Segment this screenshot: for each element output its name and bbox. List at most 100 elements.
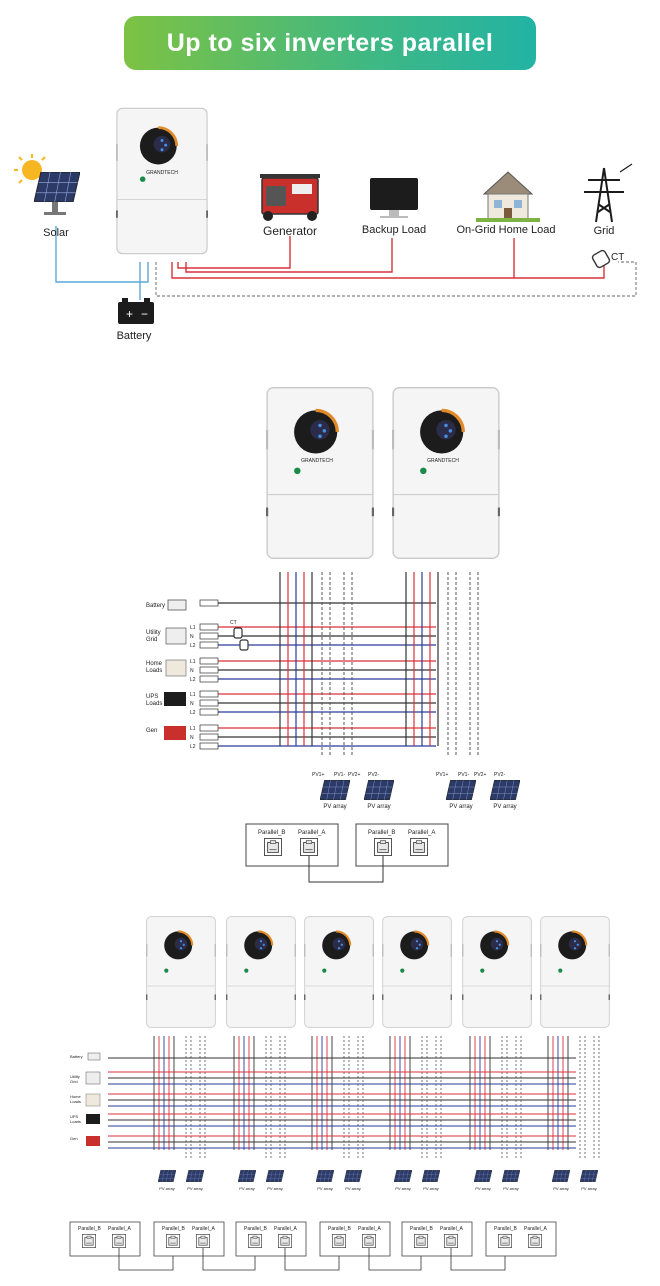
system3-inverters	[146, 915, 610, 1029]
inverter-6-1	[146, 915, 216, 1029]
ct-clamp-icon	[591, 249, 611, 269]
solar-panel-icon	[364, 780, 394, 800]
rj45-port-icon	[528, 1234, 542, 1248]
svg-text:N: N	[190, 668, 194, 674]
brand-label-2a: GRANDTECH	[301, 458, 333, 464]
solar-panel-icon	[238, 1170, 256, 1182]
solar-panel-icon	[490, 780, 520, 800]
rj45-port-icon	[444, 1234, 458, 1248]
terminal-block	[199, 675, 219, 683]
system2: GRANDTECH GRANDTECH Battery Utility Grid…	[146, 385, 520, 883]
terminal-block	[199, 733, 219, 741]
parallel-link	[450, 1248, 506, 1271]
parallel-b-label: Parallel_B	[78, 1226, 101, 1232]
pv-terminal-label: PV2-	[368, 772, 379, 778]
monitor-icon	[370, 178, 418, 218]
pv-array-label: PV array	[581, 1186, 597, 1191]
pv-array-label: PV array	[493, 804, 516, 810]
terminal-block	[199, 699, 219, 707]
solar-panel-icon	[394, 1170, 412, 1182]
solar-panel-icon	[158, 1170, 176, 1182]
system1-wires	[55, 226, 637, 300]
terminal-block	[199, 632, 219, 640]
rj45-port-icon	[264, 838, 282, 856]
svg-text:L2: L2	[190, 643, 196, 649]
brand-label-2b: GRANDTECH	[427, 458, 459, 464]
inverter-6-2	[226, 915, 296, 1029]
pv-array-label: PV array	[317, 1186, 333, 1191]
gen-label-2: Gen	[146, 728, 157, 734]
house-icon	[165, 659, 187, 677]
loads-label-2: Loads	[146, 668, 162, 674]
system2-labels: Battery Utility Grid Home Loads UPS Load…	[146, 599, 237, 750]
ct-clamp-icon	[239, 639, 249, 651]
pv-terminal-label: PV2+	[474, 772, 486, 778]
terminal-block	[199, 708, 219, 716]
terminal-block	[199, 623, 219, 631]
ct-label-2: CT	[230, 620, 237, 626]
grid-tower-icon	[85, 1071, 101, 1085]
svg-text:L1: L1	[190, 726, 196, 732]
rj45-port-icon	[498, 1234, 512, 1248]
pv-terminal-label: PV2-	[494, 772, 505, 778]
inverter-6-5	[462, 915, 532, 1029]
parallel-box	[153, 1221, 225, 1257]
battery-label: Battery	[117, 330, 152, 342]
rj45-port-icon	[374, 838, 392, 856]
pv-array-label: PV array	[323, 804, 346, 810]
pv-terminal-label: PV2+	[348, 772, 360, 778]
terminal-block	[199, 742, 219, 750]
pv-array-label: PV array	[159, 1186, 175, 1191]
solar-label: Solar	[43, 227, 69, 239]
svg-text:L2: L2	[190, 744, 196, 750]
solar-panel-icon	[266, 1170, 284, 1182]
home-label-3: Home	[70, 1094, 81, 1099]
gen-label-3: Gen	[70, 1136, 78, 1141]
rj45-port-icon	[248, 1234, 262, 1248]
solar-panel-icon	[552, 1170, 570, 1182]
parallel-a-label: Parallel_A	[108, 1226, 131, 1232]
title-banner: Up to six inverters parallel	[124, 16, 536, 70]
system3-parallel: Parallel_B Parallel_A Parallel_B Parallel_A…	[69, 1221, 557, 1271]
parallel-b-label-2: Parallel_B	[368, 830, 395, 836]
home-label-2: Home	[146, 661, 163, 667]
ct-label: CT	[611, 252, 624, 263]
system3-pv: PV array PV array PV array PV array PV array…	[158, 1170, 598, 1191]
parallel-a-label: Parallel_A	[274, 1226, 297, 1232]
title-text: Up to six inverters parallel	[166, 28, 494, 57]
pv-array-label: PV array	[503, 1186, 519, 1191]
svg-text:L1: L1	[190, 692, 196, 698]
parallel-b-label-1: Parallel_B	[258, 830, 285, 836]
solar-panel-icon	[580, 1170, 598, 1182]
rj45-port-icon	[112, 1234, 126, 1248]
system3: Battery Utility Grid Home Loads UPS Load…	[69, 915, 610, 1271]
ongrid-home-load-label: On-Grid Home Load	[456, 224, 555, 236]
backup-load-label: Backup Load	[362, 224, 426, 236]
terminal-block	[199, 599, 219, 607]
terminal-block	[199, 657, 219, 665]
ups-label-3: UPS	[70, 1114, 79, 1119]
solar-panel-icon	[344, 1170, 362, 1182]
parallel-a-label: Parallel_A	[524, 1226, 547, 1232]
parallel-b-label: Parallel_B	[162, 1226, 185, 1232]
parallel-b-label: Parallel_B	[410, 1226, 433, 1232]
svg-text:L2: L2	[190, 710, 196, 716]
house-icon	[476, 171, 540, 222]
terminal-block	[199, 690, 219, 698]
battery-icon-2	[167, 599, 187, 611]
grid-tower-icon	[165, 627, 187, 645]
grid-label: Grid	[594, 225, 615, 237]
solar-panel-icon	[316, 1170, 334, 1182]
parallel-link	[368, 1248, 422, 1271]
inverter-6-4	[382, 915, 452, 1029]
pv-array-label: PV array	[475, 1186, 491, 1191]
system1: GRANDTECH Solar + − Battery	[14, 106, 637, 342]
parallel-box	[235, 1221, 307, 1257]
brand-label: GRANDTECH	[146, 170, 178, 176]
system2-wires	[164, 572, 479, 756]
system2-parallel: Parallel_B Parallel_A Parallel_B Paralle…	[245, 823, 449, 883]
pv-array-label: PV array	[187, 1186, 203, 1191]
pv-terminal-label: PV1+	[312, 772, 324, 778]
pv-array-label: PV array	[449, 804, 472, 810]
pv-array-label: PV array	[345, 1186, 361, 1191]
